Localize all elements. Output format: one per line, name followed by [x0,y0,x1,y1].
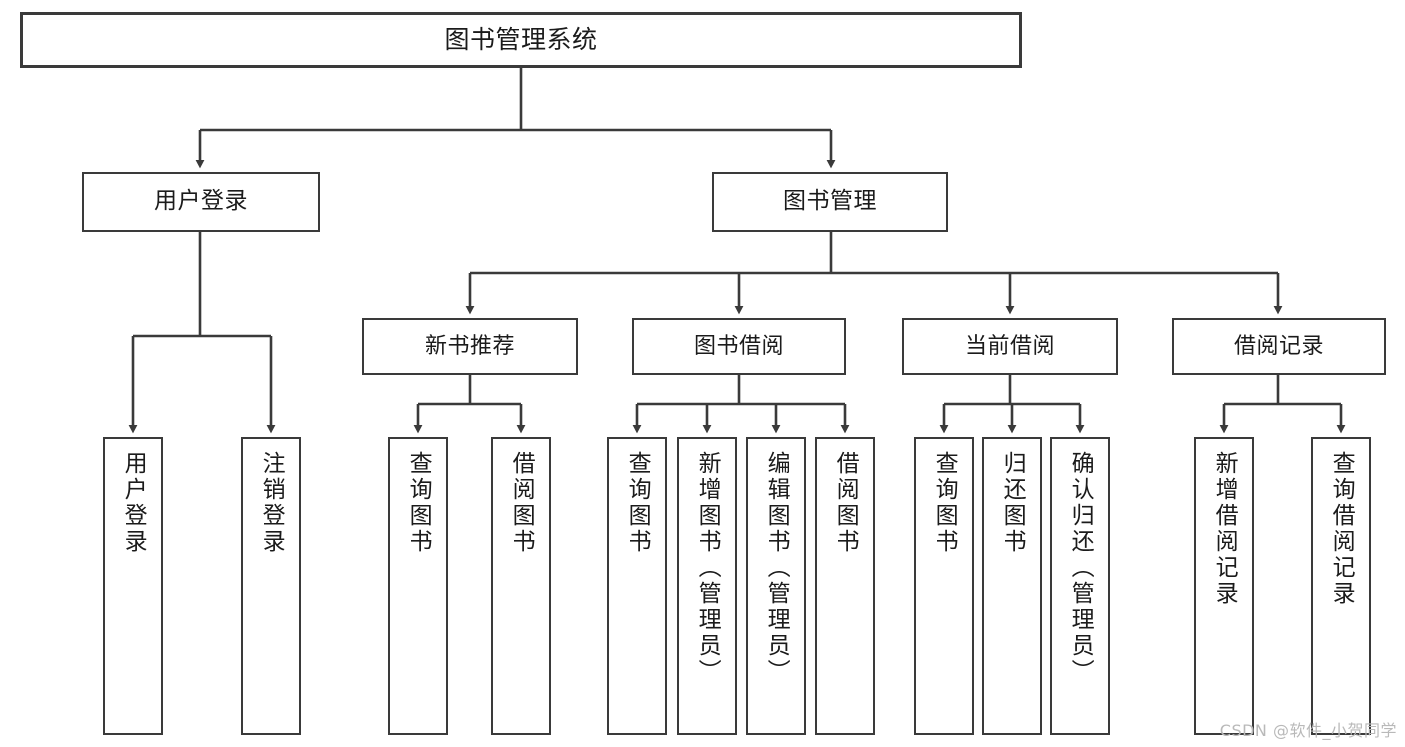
node-leaf-borrow-book-2-label: 借阅图书 [832,451,859,555]
node-leaf-borrow-book-1[interactable]: 借阅图书 [491,437,551,735]
node-leaf-edit-book[interactable]: 编辑图书（管理员） [746,437,806,735]
node-leaf-user-login[interactable]: 用户登录 [103,437,163,735]
watermark: CSDN @软件_小贺同学 [1219,721,1397,740]
node-leaf-query-book-1[interactable]: 查询图书 [388,437,448,735]
node-new-book-rec-label: 新书推荐 [424,333,515,359]
node-leaf-add-record[interactable]: 新增借阅记录 [1194,437,1254,735]
node-leaf-return-book-label: 归还图书 [999,451,1026,555]
node-book-borrow[interactable]: 图书借阅 [632,318,846,375]
node-leaf-query-record-label: 查询借阅记录 [1328,451,1355,607]
node-user-login-label: 用户登录 [154,188,248,215]
node-user-login[interactable]: 用户登录 [82,172,320,232]
node-leaf-user-login-label: 用户登录 [120,451,147,555]
node-leaf-user-logout-label: 注销登录 [258,451,285,555]
node-leaf-user-logout[interactable]: 注销登录 [241,437,301,735]
node-book-manage-label: 图书管理 [783,188,877,215]
node-leaf-add-book-label: 新增图书（管理员） [694,451,721,685]
node-leaf-borrow-book-2[interactable]: 借阅图书 [815,437,875,735]
node-current-borrow-label: 当前借阅 [964,333,1055,359]
node-current-borrow[interactable]: 当前借阅 [902,318,1118,375]
node-leaf-query-book-1-label: 查询图书 [405,451,432,555]
node-leaf-query-book-3-label: 查询图书 [931,451,958,555]
node-book-manage[interactable]: 图书管理 [712,172,948,232]
node-root-label: 图书管理系统 [444,25,598,55]
node-leaf-borrow-book-1-label: 借阅图书 [508,451,535,555]
node-root[interactable]: 图书管理系统 [20,12,1022,68]
node-leaf-confirm-return-label: 确认归还（管理员） [1067,451,1094,685]
node-leaf-query-book-2[interactable]: 查询图书 [607,437,667,735]
node-leaf-add-record-label: 新增借阅记录 [1211,451,1238,607]
node-leaf-query-book-3[interactable]: 查询图书 [914,437,974,735]
node-leaf-confirm-return[interactable]: 确认归还（管理员） [1050,437,1110,735]
node-leaf-edit-book-label: 编辑图书（管理员） [763,451,790,685]
node-leaf-query-record[interactable]: 查询借阅记录 [1311,437,1371,735]
node-book-borrow-label: 图书借阅 [693,333,784,359]
node-leaf-query-book-2-label: 查询图书 [624,451,651,555]
node-borrow-record[interactable]: 借阅记录 [1172,318,1386,375]
node-new-book-rec[interactable]: 新书推荐 [362,318,578,375]
node-leaf-return-book[interactable]: 归还图书 [982,437,1042,735]
node-leaf-add-book[interactable]: 新增图书（管理员） [677,437,737,735]
node-borrow-record-label: 借阅记录 [1233,333,1324,359]
